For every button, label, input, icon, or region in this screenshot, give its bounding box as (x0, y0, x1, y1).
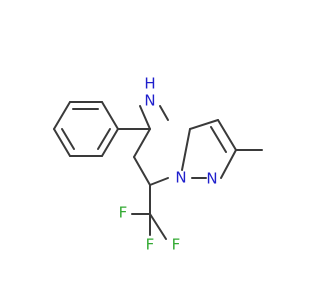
bond-ortho2-ipso (101, 128, 119, 157)
atom-nh-hydrogen: H (144, 75, 155, 93)
pyrimidine-ring (117, 105, 191, 186)
bond-c5-nh (139, 105, 151, 130)
bond-c-f-right (149, 213, 167, 240)
atom-fluorine-left: F (119, 204, 128, 222)
trifluoromethyl-group (131, 184, 167, 240)
bond-c6-c7 (133, 156, 151, 186)
atom-fluorine-right: F (172, 236, 181, 254)
bond-meta1-para (53, 101, 71, 130)
atom-nh-nitrogen: N (144, 92, 155, 110)
bond-c3-c2 (217, 119, 237, 151)
double-bond-c3-c2 (210, 126, 227, 153)
bond-para-meta2 (53, 128, 71, 157)
double-bond-inner-2 (61, 128, 75, 150)
bond-nh-c3a (159, 105, 169, 121)
bond-c3a-c3 (189, 119, 219, 130)
atom-bridge-nitrogen: N (175, 169, 186, 187)
bond-ipso-ortho1 (101, 101, 119, 130)
molecule-structure: N H N N F F F (53, 75, 263, 254)
bond-n1-c3a (181, 128, 191, 171)
pyrazole-ring (189, 119, 263, 179)
atom-fluorine-top: F (146, 236, 155, 254)
bond-c7-n1 (149, 177, 169, 186)
bond-c2-n2 (220, 149, 237, 179)
bond-c5-c6 (133, 128, 151, 158)
phenyl-ring (53, 101, 119, 157)
double-bond-inner-3 (97, 128, 111, 150)
atom-pyrazole-nitrogen: N (206, 170, 217, 188)
